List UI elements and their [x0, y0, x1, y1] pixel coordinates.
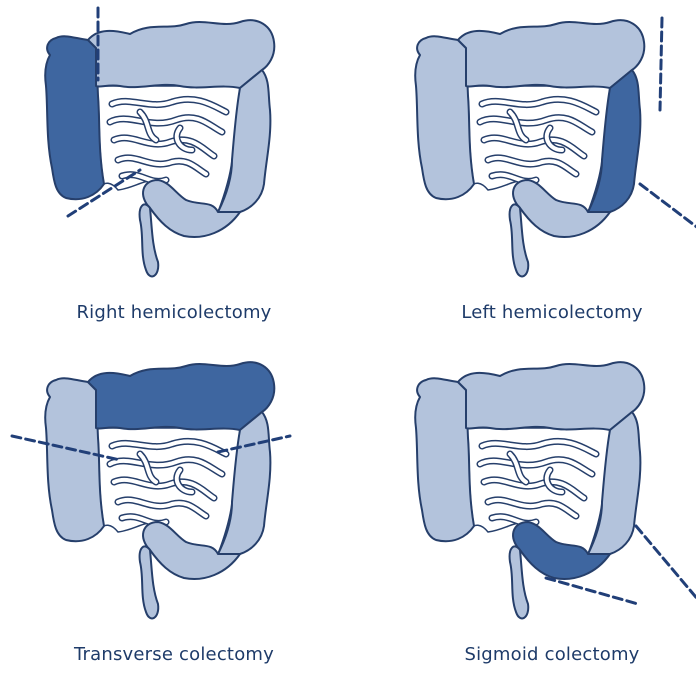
panel-left-hemicolectomy: Left hemicolectomy: [348, 0, 696, 342]
cut-line: [546, 578, 638, 604]
caption-left-hemicolectomy: Left hemicolectomy: [378, 302, 696, 323]
colon-group: [415, 18, 696, 276]
colon-diagram-sigmoid-colectomy: [348, 342, 696, 642]
colon-group: [45, 8, 274, 276]
colon-diagram-right-hemicolectomy: [0, 0, 348, 300]
cut-line: [660, 18, 662, 110]
panel-right-hemicolectomy: Right hemicolectomy: [0, 0, 348, 342]
colon-diagram-left-hemicolectomy: [348, 0, 696, 300]
colon-transverse: [458, 20, 644, 88]
cut-line: [640, 184, 696, 234]
colon-transverse: [458, 362, 644, 430]
panel-sigmoid-colectomy: Sigmoid colectomy: [348, 342, 696, 684]
caption-sigmoid-colectomy: Sigmoid colectomy: [378, 644, 696, 665]
caption-transverse-colectomy: Transverse colectomy: [0, 644, 348, 665]
colon-group: [12, 362, 290, 618]
colon-group: [415, 362, 696, 618]
cut-line: [636, 526, 696, 602]
colon-diagram-transverse-colectomy: [0, 342, 348, 642]
panel-transverse-colectomy: Transverse colectomy: [0, 342, 348, 684]
colon-transverse-removed: [88, 362, 274, 430]
caption-right-hemicolectomy: Right hemicolectomy: [0, 302, 348, 323]
colon-transverse: [88, 20, 274, 88]
